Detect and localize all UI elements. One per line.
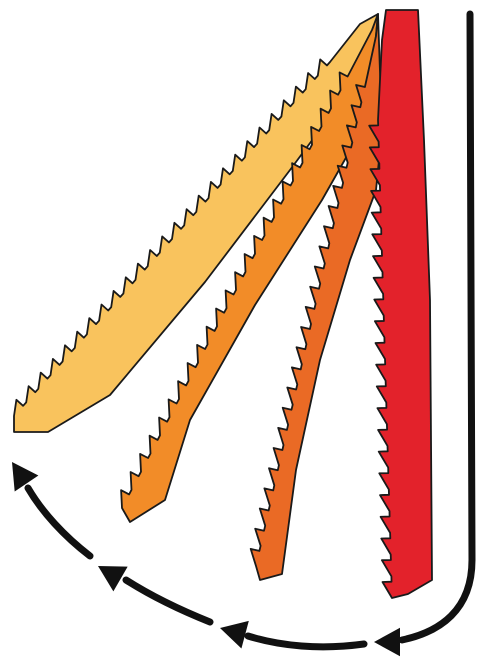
curved-arrow-icon [374, 627, 400, 657]
curved-arrow-icon [220, 620, 249, 649]
blade-position-2 [249, 13, 383, 581]
blade-position-1 [368, 9, 433, 599]
curved-arrow-icon [98, 566, 128, 592]
return-path-line [398, 10, 476, 644]
curved-arrow-icon [12, 462, 39, 492]
blade-position-4 [13, 13, 379, 433]
blade-position-3 [120, 13, 379, 523]
arrow-arc-2 [122, 576, 214, 626]
arrow-arc-1 [244, 632, 368, 651]
motion-arrows [12, 10, 476, 657]
arrow-arc-3 [24, 484, 94, 560]
